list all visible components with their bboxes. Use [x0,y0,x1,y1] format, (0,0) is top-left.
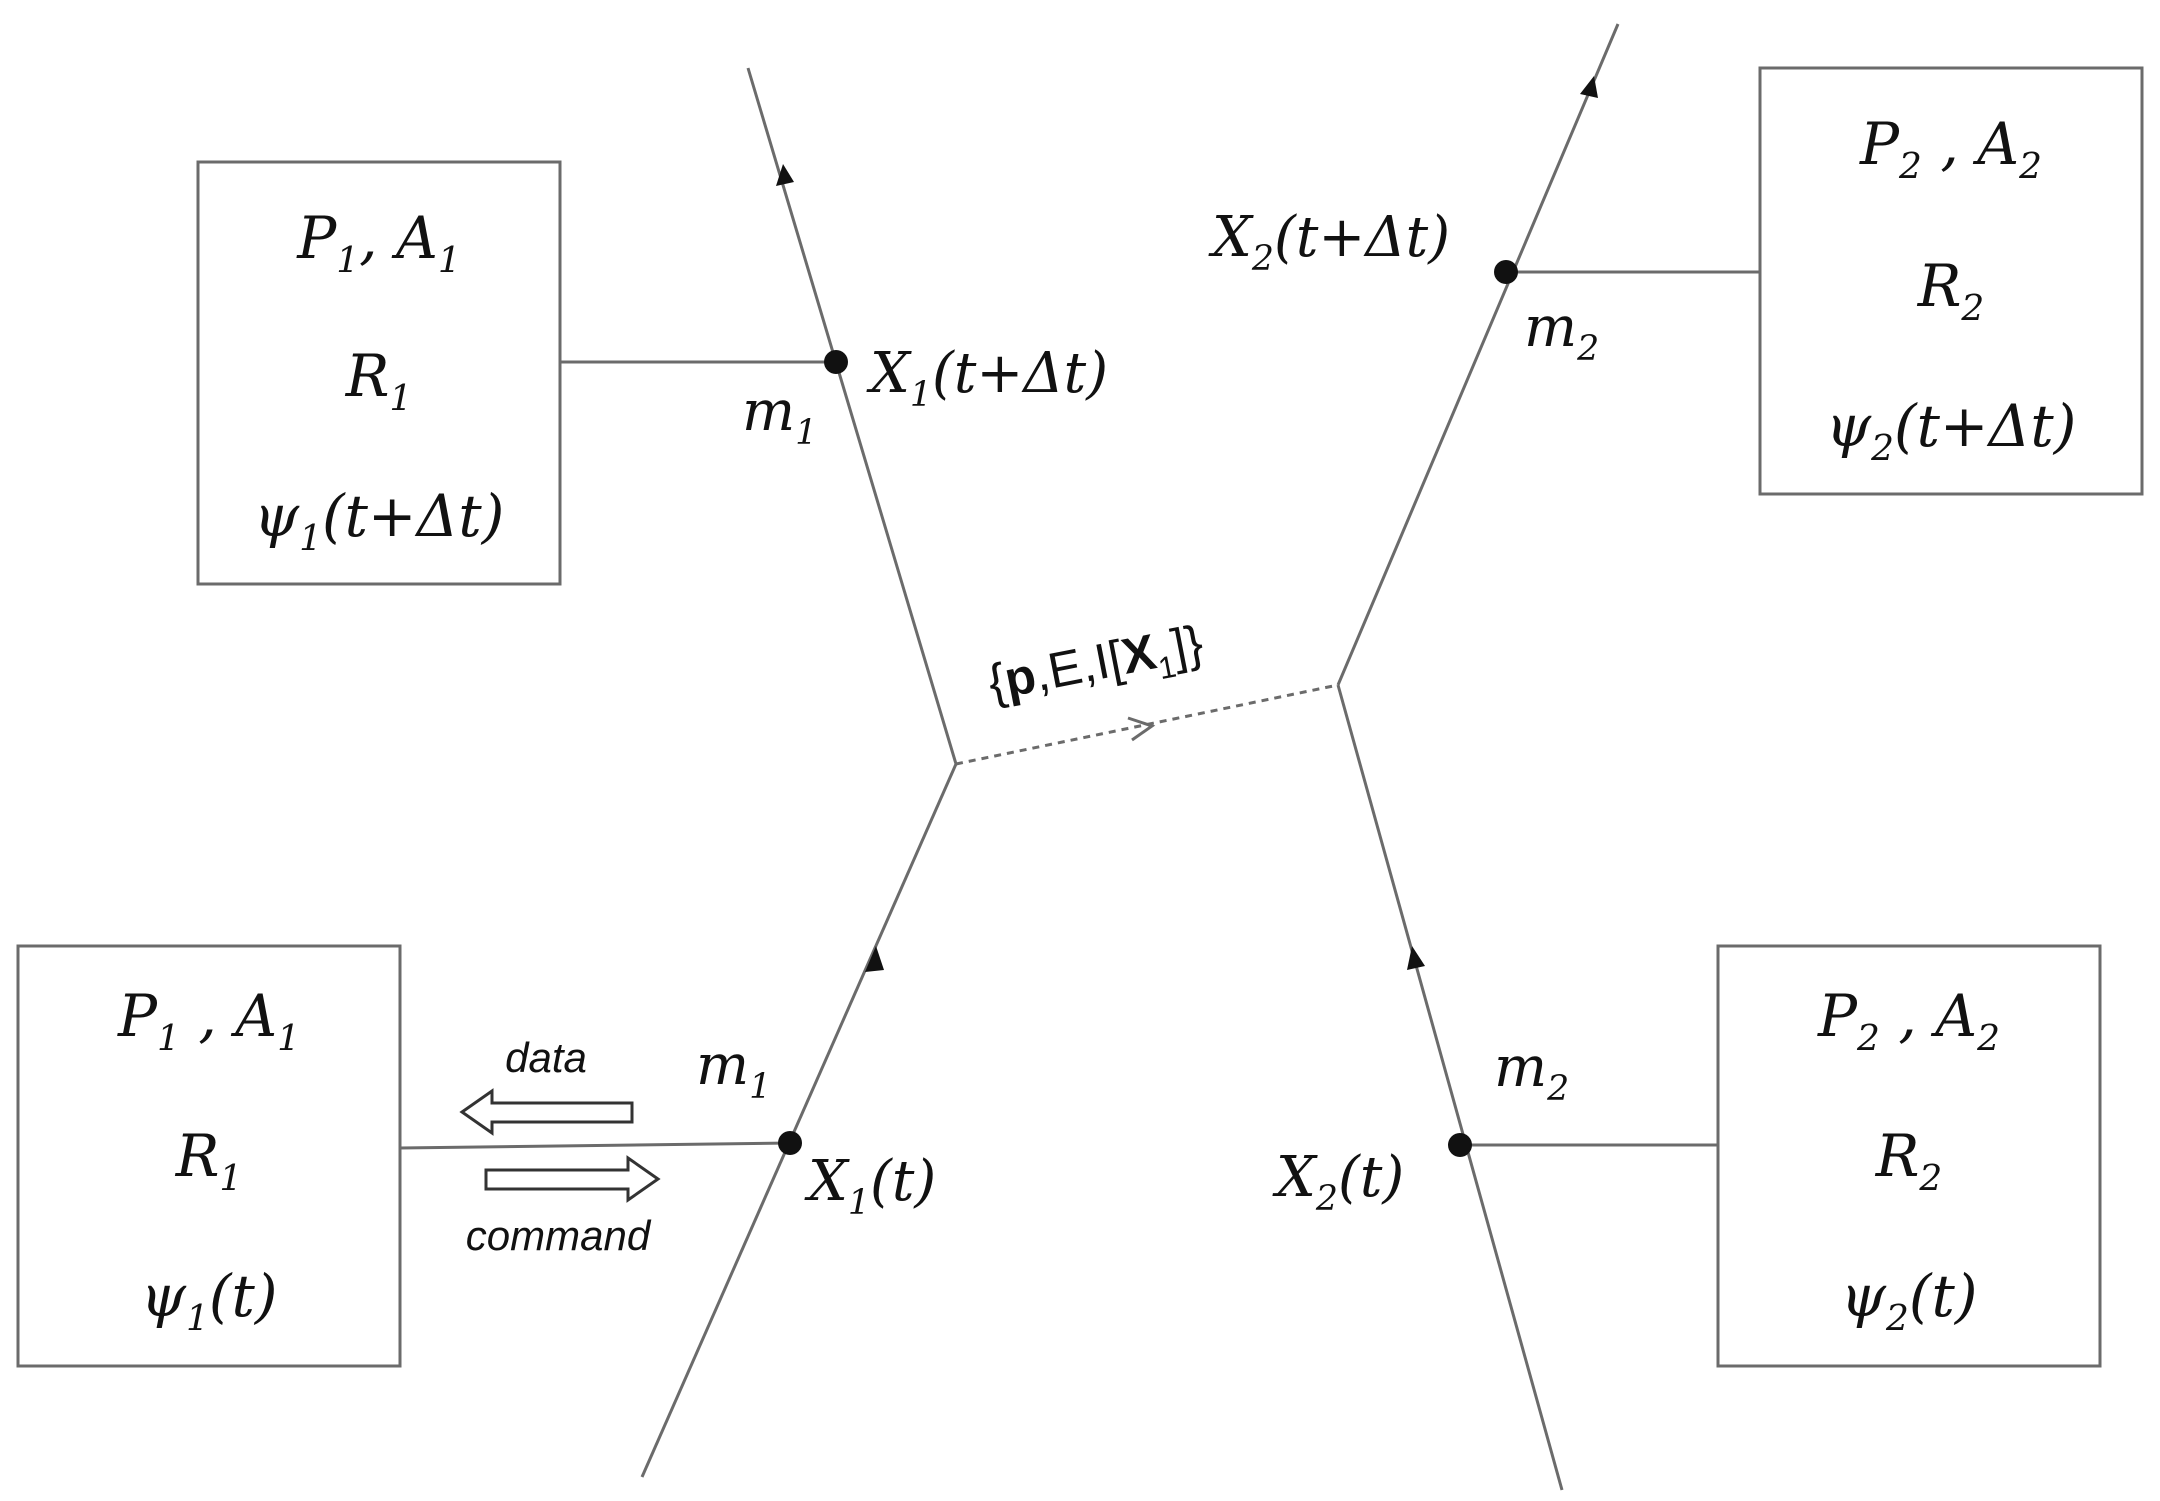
box-top-right-line3: ψ2(t+Δt) [1826,392,2077,469]
worldline-2-upper-arrowhead [1580,76,1598,98]
state-box-top-left [196,160,562,586]
state-box-top-right [1758,66,2144,496]
label-m2-top: m2 [1524,295,1599,369]
state-box-bottom-right [1716,944,2102,1368]
event-dot-x1-now [778,1131,802,1155]
box-top-left-line1: P1, A1 [296,204,461,281]
worldline-1-lower [640,763,958,1478]
label-x1-future: X1(t+Δt) [866,341,1108,415]
event-dot-x2-now [1448,1133,1472,1157]
label-x1-now: X1(t) [804,1149,936,1223]
box-bottom-left-line2: R1 [175,1122,243,1199]
label-m1-bottom: m1 [696,1033,771,1107]
box-bottom-left-line3: ψ1(t) [141,1262,278,1339]
event-dot-x1-future [824,350,848,374]
worldline-2-lower-arrowhead [1407,946,1425,970]
box-bottom-left-line1: P1 , A1 [117,982,300,1059]
event-dot-x2-future [1494,260,1518,284]
label-m1-top: m1 [742,379,817,453]
box-top-left-line2: R1 [345,342,413,419]
label-m2-bottom: m2 [1494,1035,1569,1109]
connector-bottom-left [399,1141,791,1150]
box-bottom-right-line1: P2 , A2 [1817,982,2000,1059]
box-bottom-right-line2: R2 [1875,1122,1943,1199]
worldline-2-lower [1336,684,1564,1491]
box-top-left-line3: ψ1(t+Δt) [254,482,505,559]
command-arrow [484,1155,661,1203]
worldline-1-lower-arrowhead [865,946,884,972]
signal-message-label: {p,E,I[X1]} [983,614,1209,718]
box-top-right-line2: R2 [1917,252,1985,329]
command-arrow-label: command [466,1212,652,1259]
box-top-right-line1: P2 , A2 [1859,110,2042,187]
data-arrow [459,1088,634,1136]
label-x2-future: X2(t+Δt) [1208,205,1450,279]
label-x2-now: X2(t) [1272,1145,1404,1219]
worldline-1-upper-arrowhead [776,164,794,186]
data-arrow-label: data [505,1034,587,1081]
worldline-2-upper [1336,23,1620,686]
box-bottom-right-line3: ψ2(t) [1841,1262,1978,1339]
signal-arrowhead [1127,716,1156,742]
state-box-bottom-left [16,944,402,1368]
